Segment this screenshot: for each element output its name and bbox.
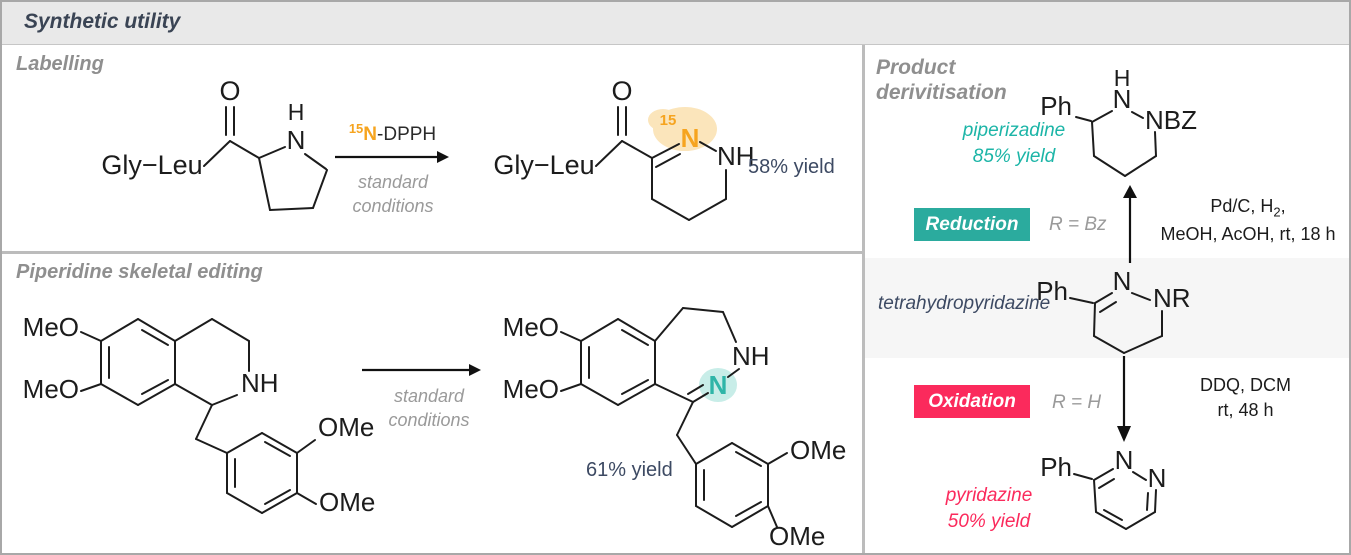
nbz-label: NBZ — [1145, 105, 1197, 135]
piperizadine-name: piperizadine — [962, 120, 1066, 141]
atom-nh: NH — [241, 368, 279, 398]
atom-o: O — [611, 76, 632, 106]
editing-conditions: standard conditions — [364, 384, 494, 433]
bond-lines — [1069, 292, 1163, 354]
conditions-line2: conditions — [352, 196, 434, 217]
reagent-n-label: N — [363, 124, 378, 145]
ome-top-label: OMe — [318, 412, 374, 442]
atom-n2: N — [1148, 463, 1167, 493]
ome-bottom-label: OMe — [769, 521, 825, 551]
peptide-label: Gly−Leu — [493, 150, 594, 180]
tetrahydropyridazine-structure: Ph N NR — [1036, 266, 1191, 354]
atom-h: H — [288, 99, 305, 125]
oxidation-r-group: R = H — [1052, 392, 1102, 413]
editing-reaction-arrow — [362, 364, 481, 376]
labelling-reactant-structure: Gly−Leu O H N — [101, 76, 328, 211]
ph-label: Ph — [1040, 91, 1072, 121]
bond-lines — [203, 106, 328, 211]
conditions-line1: standard — [357, 172, 429, 192]
reduction-arrow-up — [1123, 185, 1137, 263]
substrate-name: tetrahydropyridazine — [878, 293, 1051, 314]
nr-label: NR — [1153, 283, 1191, 313]
atom-n: N — [1113, 84, 1132, 114]
ome-bottom-label: OMe — [319, 487, 375, 517]
editing-product-structure: MeO MeO NH N OMe OMe — [503, 307, 846, 551]
editing-yield: 61% yield — [586, 459, 673, 481]
labelling-reagent: 15N-DPPH — [335, 121, 450, 146]
editing-reactant-structure: MeO MeO NH OMe OMe — [23, 312, 376, 517]
derivatisation-title-line2: derivitisation — [876, 80, 1007, 104]
horizontal-divider — [2, 251, 862, 254]
pyridazine-structure: Ph N N — [1040, 445, 1167, 530]
derivatisation-section-title: Product derivitisation — [876, 56, 1007, 106]
edited-n-atom: N — [709, 370, 728, 400]
meo-top-label: MeO — [23, 312, 79, 342]
atom-h: H — [1114, 65, 1131, 91]
isotope-15-label: 15 — [660, 112, 677, 129]
piperizadine-yield: 85% yield — [972, 145, 1056, 167]
reagent-isotope-label: 15 — [348, 121, 364, 136]
labelling-conditions: standard conditions — [328, 170, 458, 219]
meo-bottom-label: MeO — [503, 374, 559, 404]
pyridazine-yield: 50% yield — [947, 510, 1031, 532]
labelled-n-atom: N — [681, 123, 700, 153]
reduction-r-group: R = Bz — [1049, 214, 1107, 235]
derivatisation-title-line1: Product — [876, 56, 956, 79]
oxidation-cond-line2: rt, 48 h — [1217, 400, 1274, 421]
atom-n1: N — [1115, 445, 1134, 475]
piperizadine-structure: H N Ph NBZ — [1040, 65, 1197, 177]
conditions-line2: conditions — [388, 410, 470, 431]
reagent-suffix: -DPPH — [377, 124, 437, 145]
labelling-section-title: Labelling — [16, 53, 104, 75]
atom-nh: NH — [717, 141, 755, 171]
atom-n: N — [287, 125, 306, 155]
reduction-cond-line1: Pd/C, H2, — [1210, 196, 1286, 220]
bond-lines — [1075, 110, 1157, 177]
editing-section-title: Piperidine skeletal editing — [16, 261, 263, 283]
figure-title: Synthetic utility — [24, 10, 181, 33]
atom-n: N — [1113, 266, 1132, 296]
bond-lines — [560, 307, 788, 528]
oxidation-conditions: DDQ, DCM rt, 48 h — [1168, 373, 1323, 423]
bond-lines — [595, 106, 727, 221]
piperizadine-label: piperizadine 85% yield — [928, 118, 1100, 169]
reduction-badge: Reduction — [914, 208, 1030, 241]
labelling-product-structure: Gly−Leu O 15 N NH — [493, 76, 755, 221]
ome-top-label: OMe — [790, 435, 846, 465]
h2-subscript: 2 — [1273, 204, 1281, 220]
reduction-conditions: Pd/C, H2, MeOH, AcOH, rt, 18 h — [1145, 194, 1349, 247]
vertical-divider — [862, 45, 865, 553]
figure-header — [2, 2, 1349, 45]
oxidation-arrow-down — [1117, 356, 1131, 442]
ph-label: Ph — [1036, 276, 1068, 306]
atom-nh: NH — [732, 341, 770, 371]
pyridazine-name: pyridazine — [945, 485, 1033, 506]
labelling-reaction-arrow — [335, 151, 449, 163]
peptide-label: Gly−Leu — [101, 150, 202, 180]
oxidation-cond-line1: DDQ, DCM — [1200, 375, 1291, 395]
atom-o: O — [219, 76, 240, 106]
bond-lines — [1073, 468, 1157, 530]
meo-top-label: MeO — [503, 312, 559, 342]
isotope-highlight-glow2 — [648, 109, 678, 131]
oxidation-badge: Oxidation — [914, 385, 1030, 418]
pyridazine-label: pyridazine 50% yield — [918, 483, 1060, 534]
labelling-yield: 58% yield — [748, 156, 835, 178]
meo-bottom-label: MeO — [23, 374, 79, 404]
ph-label: Ph — [1040, 452, 1072, 482]
conditions-line1: standard — [393, 386, 465, 406]
bond-lines — [80, 318, 317, 514]
reduction-cond-line2: MeOH, AcOH, rt, 18 h — [1160, 223, 1336, 244]
